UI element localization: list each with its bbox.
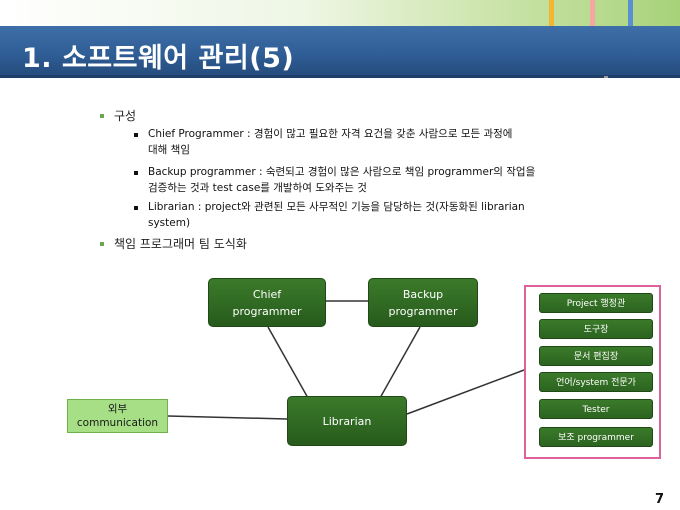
- role-tester: Tester: [539, 399, 653, 419]
- sub-bullet-dot: [134, 206, 138, 210]
- bullet-dot: [100, 114, 104, 118]
- node-backup-line1: Backup: [402, 287, 444, 301]
- sub-bullet-backup-line1: Backup programmer : 숙련되고 경험이 많은 사람으로 책임 …: [148, 166, 536, 178]
- node-backup-line2: programmer: [388, 304, 458, 318]
- role-project-admin: Project 행정관: [539, 293, 653, 313]
- node-chief-line2: programmer: [232, 304, 302, 318]
- node-librarian-label: Librarian: [322, 414, 372, 428]
- deco-bar-pink: [590, 0, 595, 26]
- connector-librarian-external: [167, 415, 288, 420]
- role-assistant-programmer: 보조 programmer: [539, 427, 653, 447]
- external-line2: communication: [76, 417, 159, 429]
- bullet-label-diagram: 책임 프로그래머 팀 도식화: [114, 237, 247, 251]
- node-chief-line1: Chief: [252, 287, 282, 301]
- bullet-label-composition: 구성: [114, 109, 137, 123]
- sub-bullet-chief: Chief Programmer : 경험이 많고 필요한 자격 요건을 갖춘 …: [148, 126, 658, 158]
- connector-backup-librarian: [379, 326, 421, 399]
- node-librarian: Librarian: [287, 396, 407, 446]
- connector-librarian-roles: [406, 369, 525, 415]
- role-language-expert: 언어/system 전문가: [539, 372, 653, 392]
- page-number: 7: [655, 492, 665, 507]
- sub-bullet-dot: [134, 171, 138, 175]
- sub-bullet-chief-line1: Chief Programmer : 경험이 많고 필요한 자격 요건을 갖춘 …: [148, 128, 513, 140]
- sub-bullet-dot: [134, 133, 138, 137]
- slide-title: 1. 소프트웨어 관리(5): [22, 43, 295, 74]
- sub-bullet-backup-line2: 검증하는 것과 test case를 개발하여 도와주는 것: [148, 182, 367, 194]
- connector-chief-librarian: [267, 326, 309, 399]
- deco-bar-blue: [628, 0, 633, 26]
- roles-panel: Project 행정관 도구장 문서 편집장 언어/system 전문가 Tes…: [524, 285, 661, 459]
- sub-bullet-librarian: Librarian : project와 관련된 모든 사무적인 기능을 담당하…: [148, 199, 658, 231]
- deco-bar-orange: [549, 0, 554, 26]
- bullet-dot: [100, 242, 104, 246]
- sub-bullet-librarian-line2: system): [148, 217, 191, 229]
- sub-bullet-librarian-line1: Librarian : project와 관련된 모든 사무적인 기능을 담당하…: [148, 201, 525, 213]
- top-strip: [0, 0, 680, 26]
- node-backup-programmer: Backup programmer: [368, 278, 478, 327]
- node-external-communication: 외부 communication: [67, 399, 168, 433]
- role-toolsmith: 도구장: [539, 319, 653, 339]
- title-band: [0, 26, 680, 78]
- external-line1: 외부: [107, 403, 128, 415]
- title-mark: [604, 76, 608, 78]
- sub-bullet-chief-line2: 대해 책임: [148, 144, 190, 156]
- node-chief-programmer: Chief programmer: [208, 278, 326, 327]
- role-document-editor: 문서 편집장: [539, 346, 653, 366]
- sub-bullet-backup: Backup programmer : 숙련되고 경험이 많은 사람으로 책임 …: [148, 164, 658, 196]
